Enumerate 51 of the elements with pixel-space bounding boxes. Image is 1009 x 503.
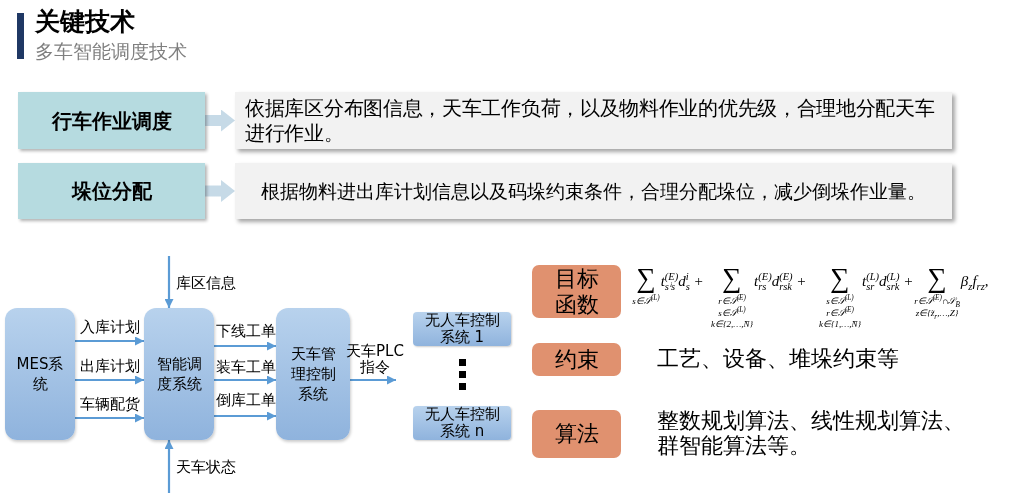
category-tag: 算法 — [532, 410, 621, 458]
subtitle: 多车智能调度技术 — [35, 40, 187, 63]
arrow — [164, 256, 174, 308]
sum-limit: r∈𝒮$^{(E)}$ — [826, 307, 854, 319]
sum-limit: s∈𝒮$^{(L)}$ — [718, 307, 746, 319]
arrow — [350, 375, 396, 385]
edge-label: 车辆配货 — [79, 395, 141, 413]
sum-limit: r∈𝒮$^{(E)}$ — [718, 296, 746, 306]
sum-limit: k∈{2,…,N̄} — [710, 319, 754, 331]
task-box: 行车作业调度 — [18, 92, 205, 149]
category-tag: 目标函数 — [532, 265, 621, 318]
formula-term: t$^{(E)}$$_{rs}$d$^{(E)}$$_{rsk}$ + — [754, 272, 807, 293]
sum-symbol: ∑ — [830, 264, 850, 292]
arrow — [75, 375, 144, 385]
chevron-arrow — [205, 180, 235, 202]
note-text: 工艺、设备、堆垛约束等 — [657, 346, 900, 371]
description-box: 根据物料进出库计划信息以及码垛约束条件，合理分配垛位，减少倒垛作业量。 — [235, 163, 952, 219]
sum-limit: s∈𝒮$^{(L)}$ — [826, 296, 854, 306]
note-text: 整数规划算法、线性规划算法、群智能算法等。 — [657, 408, 966, 458]
sum-symbol: ∑ — [636, 264, 656, 292]
sum-limit: z∈{z̃$_{r}$,…,Z} — [915, 307, 959, 319]
sum-symbol: ∑ — [722, 264, 742, 292]
chevron-arrow — [205, 109, 235, 132]
sum-limit: k∈{1,…,N̄} — [818, 319, 862, 331]
arrow — [75, 413, 144, 423]
system-box: MES系统 — [5, 308, 75, 440]
arrow — [214, 375, 276, 385]
arrow — [164, 440, 174, 493]
edge-label: 出库计划 — [79, 357, 141, 375]
edge-label: 天车状态 — [176, 458, 236, 476]
sum-symbol: ∑ — [927, 264, 947, 292]
sum-limit: s∈𝒮$^{(L)}$ — [632, 296, 660, 308]
category-tag: 约束 — [532, 343, 621, 376]
edge-label: 入库计划 — [79, 318, 141, 336]
arrow — [75, 336, 144, 346]
sum-limit: r∈𝒮$^{(E)}$∩𝒮$_{B}$ — [914, 296, 960, 308]
arrow — [214, 411, 276, 421]
description-box: 依据库区分布图信息，天车工作负荷，以及物料作业的优先级，合理地分配天车进行作业。 — [235, 92, 952, 149]
formula-term: t$^{(E)}$$_{sⁱs}$d$^{i}$$_{s}$ + — [660, 272, 704, 293]
task-box: 垛位分配 — [18, 163, 205, 219]
formula-term: t$^{(L)}$$_{sr}$d$^{(L)}$$_{srk}$ + — [862, 272, 914, 293]
formula-term: β$_{z}$f$_{rz}$, — [960, 272, 989, 290]
edge-label: 倒库工单 — [215, 391, 277, 409]
edge-label: 下线工单 — [215, 322, 277, 340]
subsystem-box: 无人车控制系统 n — [413, 406, 511, 440]
edge-label: 库区信息 — [176, 274, 236, 292]
title: 关键技术 — [35, 6, 135, 38]
subsystem-box: 无人车控制系统 1 — [413, 312, 511, 346]
arrow — [214, 341, 276, 351]
edge-label: 装车工单 — [215, 358, 277, 376]
system-box: 智能调度系统 — [144, 308, 214, 440]
